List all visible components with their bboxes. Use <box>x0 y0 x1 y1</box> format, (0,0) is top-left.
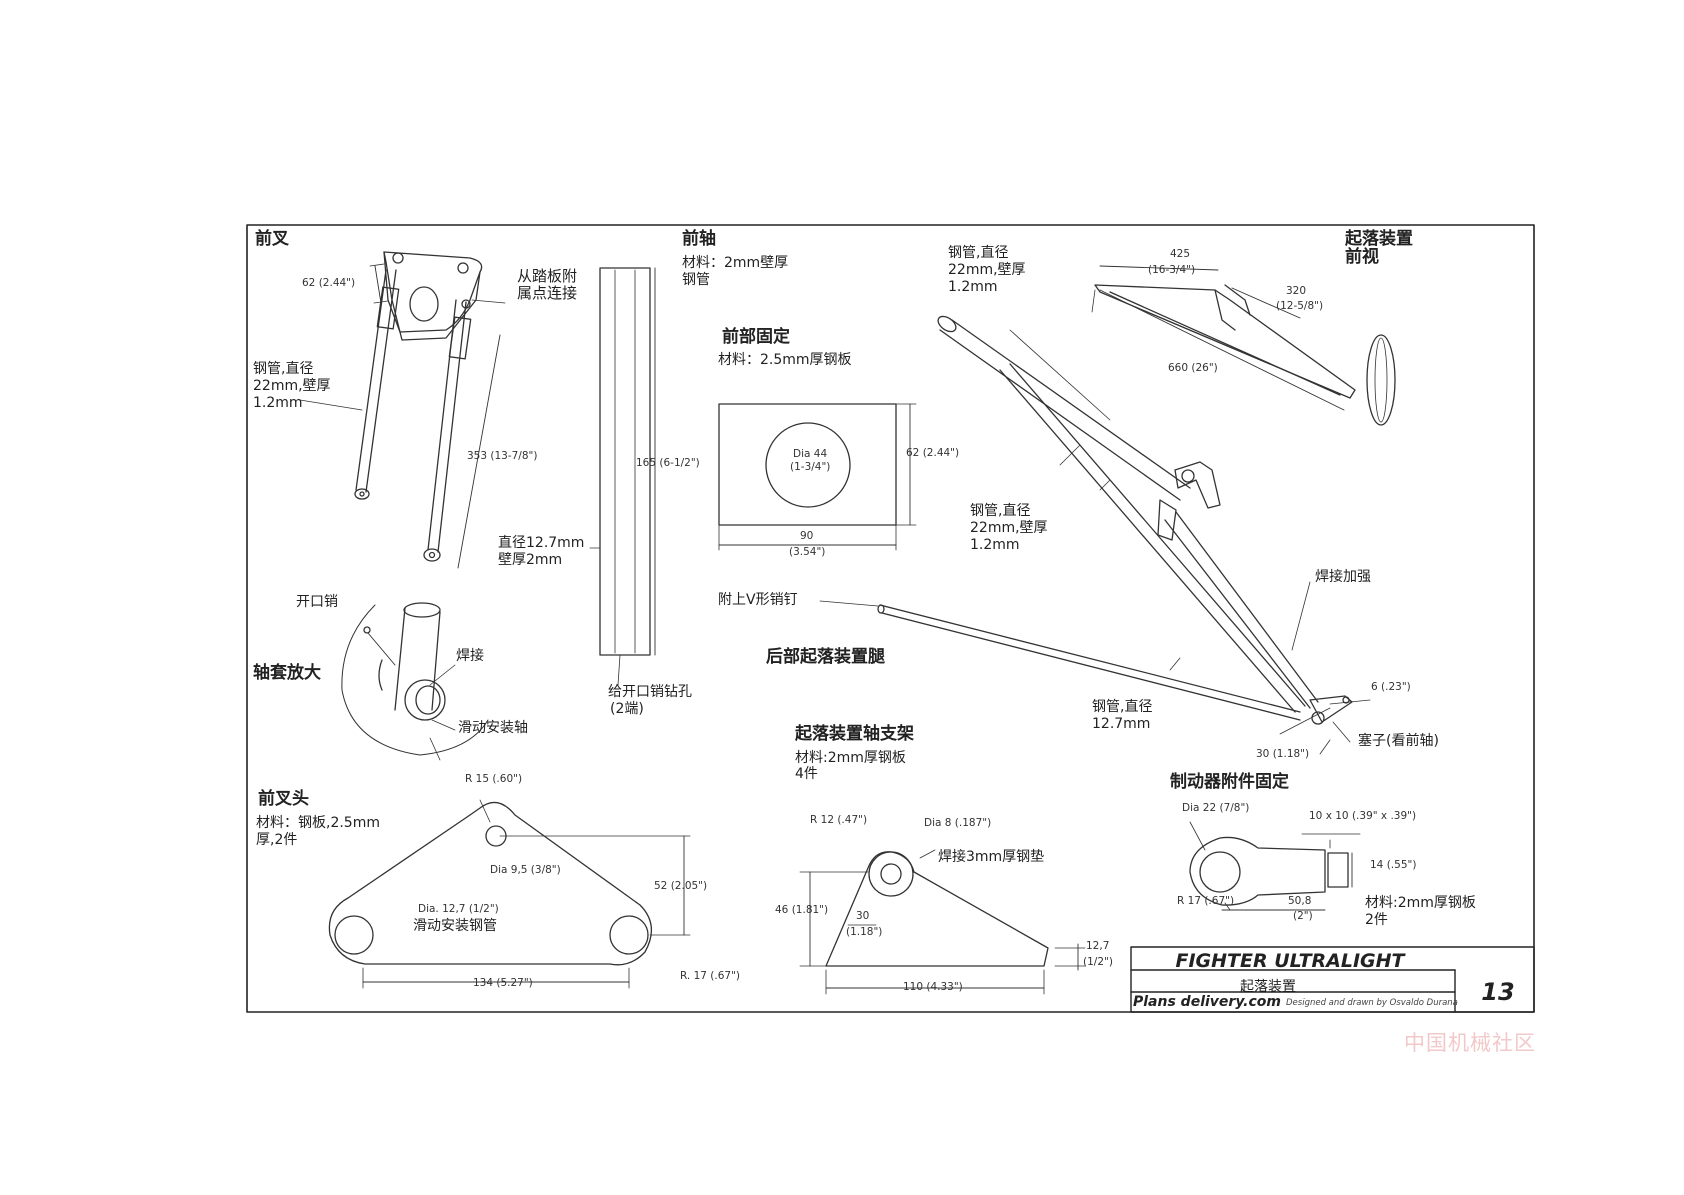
title-block-frame <box>1130 946 1535 1013</box>
dim-134: 134 (5.27") <box>473 977 533 989</box>
dim-bracket-30-1: 30 <box>856 910 870 922</box>
title-block-website: Plans delivery.com <box>1133 994 1281 1010</box>
label-from-pedal-2: 属点连接 <box>517 284 578 302</box>
label-rear-tube-a-3: 1.2mm <box>948 279 998 295</box>
dim-rear-30: 30 (1.18") <box>1256 748 1310 760</box>
dim-52: 52 (2.05") <box>654 880 708 892</box>
label-weld: 焊接 <box>456 648 484 664</box>
dim-320-1: 320 <box>1286 285 1307 297</box>
fork-head-drawing <box>328 799 691 989</box>
dim-axle-165: 165 (6-1/2") <box>636 457 700 469</box>
dim-bracket-30-2: (1.18") <box>846 926 883 938</box>
label-drill-2: (2端) <box>610 701 644 717</box>
dim-r15: R 15 (.60") <box>465 773 523 785</box>
label-rear-tube-c-2: 12.7mm <box>1092 716 1151 732</box>
label-weld-washer: 焊接3mm厚钢垫 <box>938 849 1045 865</box>
dim-dia12-7: Dia. 12,7 (1/2") <box>418 903 499 915</box>
dim-320-2: (12-5/8") <box>1276 300 1324 312</box>
dim-50-8-1: 50,8 <box>1288 895 1312 907</box>
dim-fork-353: 353 (13-7/8") <box>467 450 538 462</box>
label-rear-tube-c-1: 钢管,直径 <box>1092 699 1153 715</box>
dim-dia9-5: Dia 9,5 (3/8") <box>490 864 561 876</box>
label-rear-tube-a-1: 钢管,直径 <box>948 245 1009 261</box>
label-axle-dia-2: 壁厚2mm <box>498 552 563 568</box>
title-front-fix: 前部固定 <box>722 327 790 347</box>
title-gear-front-view-2: 前视 <box>1345 247 1379 267</box>
dim-46: 46 (1.81") <box>775 904 829 916</box>
title-brake-fix: 制动器附件固定 <box>1170 772 1289 792</box>
title-gear-front-view-1: 起落装置 <box>1345 229 1413 249</box>
label-axle-mat-2: 钢管 <box>682 272 710 288</box>
label-v-pin: 附上V形销钉 <box>718 592 798 608</box>
label-rear-tube-a-2: 22mm,壁厚 <box>948 262 1026 278</box>
dim-r12: R 12 (.47") <box>810 814 868 826</box>
sheet-border <box>246 224 1535 1013</box>
label-slide-axle: 滑动安装轴 <box>458 720 528 736</box>
dim-6: 6 (.23") <box>1371 681 1411 693</box>
label-fork-tube-3: 1.2mm <box>253 395 303 411</box>
title-block-title: FIGHTER ULTRALIGHT <box>1175 950 1405 972</box>
gear-front-view-drawing <box>1091 265 1396 426</box>
dim-r17-brake: R 17 (.67") <box>1177 895 1235 907</box>
title-front-axle: 前轴 <box>682 229 716 249</box>
label-slide-tube: 滑动安装钢管 <box>413 918 497 934</box>
title-rear-leg: 后部起落装置腿 <box>766 647 885 667</box>
label-drill-1: 给开口销钻孔 <box>608 684 692 700</box>
sheet-number: 13 <box>1481 978 1515 1006</box>
title-fork-head: 前叉头 <box>258 789 309 809</box>
label-plug: 塞子(看前轴) <box>1358 733 1439 749</box>
dim-dia44-2: (1-3/4") <box>790 461 831 473</box>
dim-110: 110 (4.33") <box>903 981 963 993</box>
dim-425-2: (16-3/4") <box>1148 264 1196 276</box>
rear-leg-drawing <box>819 315 1371 755</box>
dim-dia22: Dia 22 (7/8") <box>1182 802 1250 814</box>
label-fix-mat: 材料：2.5mm厚钢板 <box>718 352 852 368</box>
title-block-credit: Designed and drawn by Osvaldo Durana <box>1286 998 1458 1008</box>
label-brake-mat-1: 材料:2mm厚钢板 <box>1365 895 1476 911</box>
label-axle-mat-1: 材料：2mm壁厚 <box>682 255 789 271</box>
label-brake-mat-2: 2件 <box>1365 912 1388 928</box>
dim-plate-90-1: 90 <box>800 530 814 542</box>
front-fork-drawing <box>299 251 506 569</box>
label-rear-tube-b-3: 1.2mm <box>970 537 1020 553</box>
dim-425-1: 425 <box>1170 248 1191 260</box>
dim-50-8-2: (2") <box>1293 910 1313 922</box>
label-fork-tube-1: 钢管,直径 <box>253 361 314 377</box>
label-rear-tube-b-2: 22mm,壁厚 <box>970 520 1048 536</box>
title-axle-bracket: 起落装置轴支架 <box>795 724 914 744</box>
label-weld-reinforce: 焊接加强 <box>1315 569 1371 585</box>
title-front-fork: 前叉 <box>255 229 289 249</box>
brake-fitting-drawing <box>1189 821 1361 911</box>
label-bracket-mat-1: 材料:2mm厚钢板 <box>795 750 906 766</box>
dim-14: 14 (.55") <box>1370 859 1417 871</box>
dim-12-7-1: 12,7 <box>1086 940 1110 952</box>
title-bushing: 轴套放大 <box>253 663 321 683</box>
dim-plate-90-2: (3.54") <box>789 546 826 558</box>
dim-dia44-1: Dia 44 <box>793 448 828 460</box>
label-fork-tube-2: 22mm,壁厚 <box>253 378 331 394</box>
title-block-subtitle: 起落装置 <box>1240 979 1296 995</box>
dim-fork-62: 62 (2.44") <box>302 277 356 289</box>
label-head-mat-2: 厚,2件 <box>256 832 298 848</box>
dim-12-7-2: (1/2") <box>1083 956 1113 968</box>
label-axle-dia-1: 直径12.7mm <box>498 535 585 551</box>
label-rear-tube-b-1: 钢管,直径 <box>970 503 1031 519</box>
axle-bracket-drawing <box>799 849 1086 995</box>
front-axle-drawing <box>589 267 656 686</box>
bushing-detail-drawing <box>341 602 489 761</box>
label-bracket-mat-2: 4件 <box>795 766 818 782</box>
dim-r17-head: R. 17 (.67") <box>680 970 741 982</box>
front-fix-plate-drawing <box>718 403 917 551</box>
label-cotter-pin: 开口销 <box>296 594 338 610</box>
dim-660: 660 (26") <box>1168 362 1218 374</box>
label-head-mat-1: 材料：钢板,2.5mm <box>256 815 380 831</box>
dim-10x10: 10 x 10 (.39" x .39") <box>1309 810 1417 822</box>
dim-plate-62: 62 (2.44") <box>906 447 960 459</box>
dim-dia8: Dia 8 (.187") <box>924 817 992 829</box>
watermark: 中国机械社区 <box>1404 1031 1536 1055</box>
label-from-pedal-1: 从踏板附 <box>517 267 578 285</box>
